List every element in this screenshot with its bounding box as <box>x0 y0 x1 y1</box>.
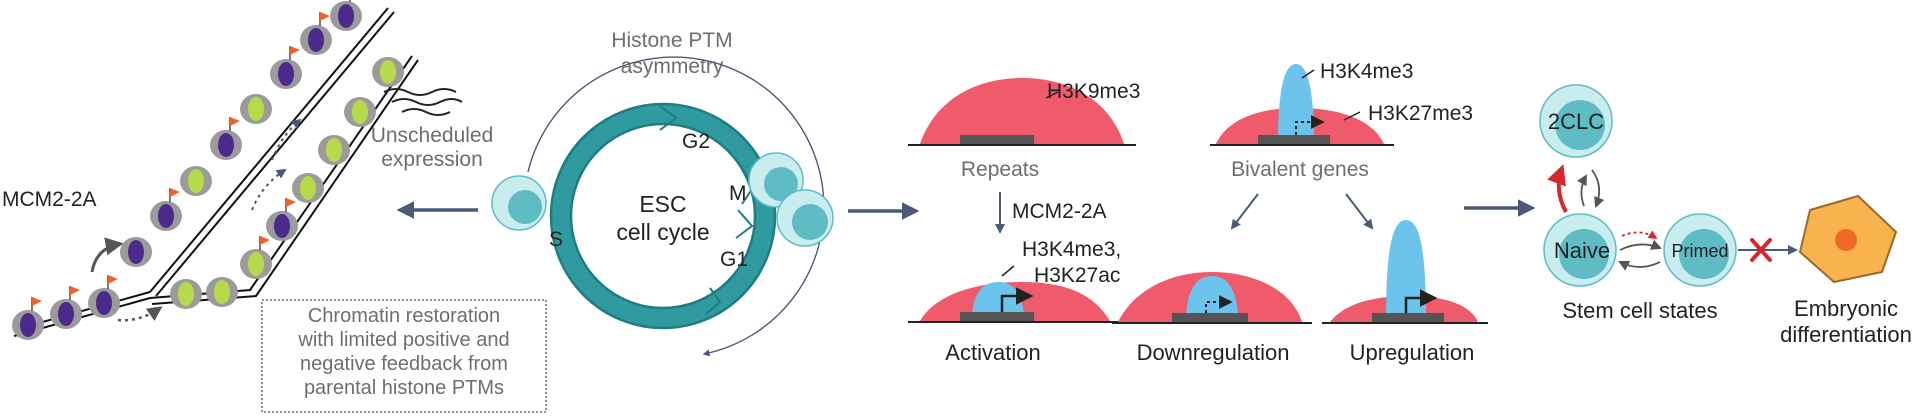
ptm-flag <box>286 198 296 207</box>
nucleosome <box>270 46 302 89</box>
cell-2clc <box>1539 84 1613 158</box>
arrow-to-down <box>1230 193 1259 230</box>
nucleosome <box>240 94 272 124</box>
downregulation-locus <box>1112 272 1312 324</box>
cell-naive <box>1543 213 1617 287</box>
nucleosome <box>180 166 212 196</box>
activation-label: Activation <box>945 340 1040 365</box>
differentiated-cell <box>1799 195 1897 283</box>
restoration-line-3: negative feedback from <box>300 353 508 375</box>
esc-cell-cycle: Histone PTM asymmetry G2 M G1 S ESC cell… <box>491 29 834 357</box>
block-x-icon <box>1750 238 1772 262</box>
ptm-flag <box>170 188 180 197</box>
replication-fork <box>12 0 463 340</box>
cell-primed <box>1663 213 1737 287</box>
nucleosome <box>206 277 238 307</box>
nucleosome <box>50 286 82 329</box>
esc-label-1: ESC <box>639 191 686 217</box>
nucleosomes <box>12 0 404 340</box>
naive-label: Naive <box>1554 238 1610 263</box>
upregulation-locus <box>1322 220 1488 324</box>
activation-locus <box>908 282 1124 323</box>
nucleosome <box>170 279 202 309</box>
nucleosome <box>300 12 332 55</box>
upregulation-label: Upregulation <box>1350 340 1475 365</box>
cycle-outer-arc <box>527 56 825 357</box>
repeats-label: Repeats <box>961 158 1039 181</box>
nucleosome <box>150 188 182 231</box>
repeats-locus <box>908 78 1136 146</box>
phase-m: M <box>729 182 747 205</box>
ptm-flag <box>260 236 270 245</box>
h3k4me3-h3k27ac-label-2: H3K27ac <box>1034 264 1120 287</box>
nucleosome <box>318 135 350 165</box>
bivalent-label: Bivalent genes <box>1231 158 1369 181</box>
nucleosome <box>372 57 404 87</box>
ptm-flag <box>230 117 240 126</box>
restoration-line-2: with limited positive and <box>297 329 509 351</box>
histone-ptm-label-2: asymmetry <box>621 55 724 78</box>
primed-label: Primed <box>1671 241 1728 261</box>
restoration-line-4: parental histone PTMs <box>304 377 504 399</box>
h3k4me3-h3k27ac-label-1: H3K4me3, <box>1022 238 1121 261</box>
nucleosome <box>120 237 152 267</box>
restoration-box <box>261 299 547 413</box>
esc-label-2: cell cycle <box>616 219 709 245</box>
ptm-flag <box>290 46 300 55</box>
nucleosome <box>240 236 272 279</box>
unscheduled-label-2: expression <box>381 148 483 171</box>
h3k27me3-label: H3K27me3 <box>1368 102 1473 125</box>
nucleosome <box>88 275 120 318</box>
unscheduled-label-1: Unscheduled <box>371 124 494 147</box>
embryonic-label-1: Embryonic <box>1794 296 1898 321</box>
h3k4me3-label: H3K4me3 <box>1320 60 1413 83</box>
twoclc-label: 2CLC <box>1548 109 1604 134</box>
transcript-squiggles <box>383 88 463 116</box>
phase-s: S <box>549 228 563 251</box>
stem-states-label: Stem cell states <box>1562 298 1717 323</box>
cycle-inner <box>569 122 757 310</box>
nucleosome <box>344 97 376 127</box>
phase-g2: G2 <box>682 130 710 153</box>
nucleosome <box>210 117 242 160</box>
cell-right-2 <box>776 189 834 247</box>
nucleosome <box>292 173 324 203</box>
feedback-arrows <box>90 118 302 322</box>
ptm-flag <box>70 286 80 295</box>
downregulation-label: Downregulation <box>1137 340 1290 365</box>
phase-g1: G1 <box>720 248 748 271</box>
nucleosome <box>330 0 362 31</box>
nucleosome <box>266 198 298 241</box>
cell-left <box>491 175 547 231</box>
ptm-flag <box>108 275 118 284</box>
arrow-to-up <box>1345 193 1374 230</box>
nucleosome <box>12 297 44 340</box>
cell-right-1 <box>748 152 804 208</box>
embryonic-label-2: differentiation <box>1780 322 1912 347</box>
restoration-line-1: Chromatin restoration <box>308 305 500 327</box>
ptm-flag <box>32 297 42 306</box>
bivalent-locus <box>1210 64 1394 146</box>
histone-ptm-label-1: Histone PTM <box>611 29 732 52</box>
ptm-flag <box>320 12 330 21</box>
h3k9me3-label: H3K9me3 <box>1047 80 1140 103</box>
mcm2-left-label: MCM2-2A <box>2 188 97 211</box>
state-arrows <box>1547 164 1798 271</box>
mcm2-mid-label: MCM2-2A <box>1012 200 1107 223</box>
